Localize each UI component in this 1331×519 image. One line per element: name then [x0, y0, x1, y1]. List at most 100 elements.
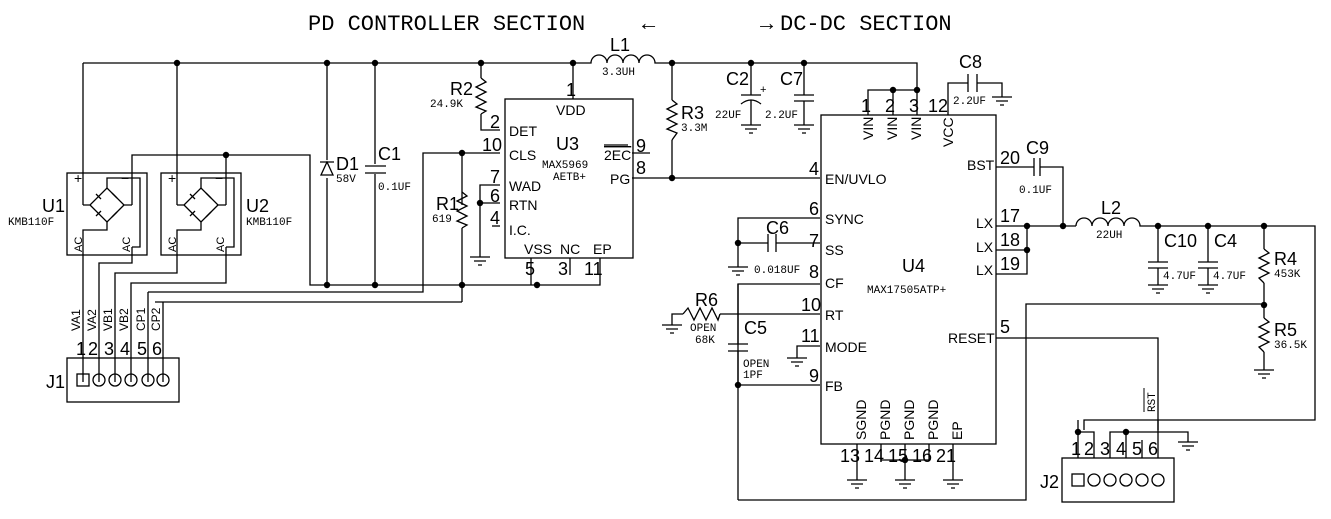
u4-pin15-num: 15 [888, 446, 908, 466]
c1-value: 0.1UF [378, 182, 411, 194]
r1-ref: R1 [436, 194, 459, 214]
u2-minus-label: − [215, 170, 223, 186]
j2-pin6: 6 [1148, 439, 1158, 459]
c9-value: 0.1UF [1019, 185, 1052, 197]
r3-value: 3.3M [681, 123, 707, 135]
title-dc-dc: DC-DC SECTION [780, 12, 952, 37]
resistor-r6: R6 OPEN 68K [682, 290, 721, 347]
j1-net-cp1: CP1 [134, 307, 148, 331]
resistor-r2: R2 24.9K [430, 77, 488, 115]
arrow-left: ← [642, 12, 656, 37]
u4-pin-sync: SYNC [825, 211, 864, 227]
u4-pin12-num: 12 [928, 96, 948, 116]
arrow-right: → [760, 12, 774, 37]
u3-pin-vss: VSS [524, 241, 552, 257]
c6-ref: C6 [766, 218, 789, 238]
u3-pin7-num: 7 [490, 167, 500, 187]
u4-pin20-num: 20 [1000, 148, 1020, 168]
c7-value: 2.2UF [765, 110, 798, 122]
u4-pin-sgnd: SGND [853, 400, 869, 440]
u4-pin-ss: SS [825, 242, 844, 258]
capacitor-c7: C7 2.2UF [765, 69, 814, 122]
j1-ref: J1 [46, 372, 65, 392]
u3-pin2-num: 2 [490, 112, 500, 132]
u2-ac1-label: AC [167, 237, 179, 252]
u1-ac2-label: AC [121, 237, 133, 252]
r5-value: 36.5K [1274, 340, 1307, 352]
c2-value: 22UF [715, 110, 741, 122]
u4-pin16-num: 16 [912, 446, 932, 466]
u4-pin1-num: 1 [861, 96, 871, 116]
ic-u4: 1 2 3 12 VIN VIN VIN VCC 4 EN/UVLO 6 SYN… [801, 96, 1028, 466]
u4-pin-ep: EP [949, 421, 965, 440]
r4-ref: R4 [1274, 249, 1297, 269]
u2-ac2-label: AC [215, 237, 227, 252]
capacitor-c10: C10 4.7UF [1148, 231, 1197, 283]
u3-value2: AETB+ [553, 172, 586, 184]
u3-pin-wad: WAD [509, 178, 541, 194]
u3-pin-ic: I.C. [509, 222, 531, 238]
u3-pin-det: DET [509, 123, 537, 139]
j1-pin1: 1 [76, 339, 86, 359]
c2-ref: C2 [726, 69, 749, 89]
l2-value: 22UH [1096, 230, 1122, 242]
junctions-pd [173, 59, 676, 289]
u4-pin13-num: 13 [840, 446, 860, 466]
u4-pin-vin1: VIN [860, 117, 876, 140]
l1-value: 3.3UH [602, 67, 635, 79]
j2-pin3: 3 [1100, 439, 1110, 459]
u4-pin8-num: 8 [809, 262, 819, 282]
u4-pin-cf: CF [825, 275, 844, 291]
r6-value2: 68K [695, 335, 715, 347]
u3-pin6-num: 6 [490, 186, 500, 206]
u2-plus-label: + [168, 170, 176, 186]
capacitor-c5: C5 OPEN 1PF [728, 284, 769, 385]
resistor-r4: R4 453K [1257, 248, 1301, 284]
c9-ref: C9 [1026, 138, 1049, 158]
r6-ref: R6 [695, 290, 718, 310]
capacitor-c2: + C2 22UF [715, 69, 766, 122]
j1-pin6: 6 [152, 339, 162, 359]
d1-value: 58V [336, 174, 356, 186]
bridge-rectifier-u1: + − AC AC U1 KMB110F [8, 170, 148, 256]
j1-net-va2: VA2 [85, 309, 99, 331]
u4-pin4-num: 4 [809, 159, 819, 179]
j2-pin2: 2 [1084, 439, 1094, 459]
u3-ref: U3 [556, 134, 579, 154]
u4-pin-rt: RT [825, 307, 844, 323]
u4-pin3-num: 3 [909, 96, 919, 116]
resistor-r1: R1 619 [432, 191, 469, 229]
inductor-l2: L2 22UH [1075, 198, 1154, 242]
capacitor-c8: C8 2.2UF [953, 52, 986, 108]
capacitor-c6: C6 0.018UF [754, 218, 800, 277]
u4-pin-pgnd15: PGND [901, 400, 917, 440]
connector-j1: J1 1 2 3 4 5 6 VA1 VA2 VB1 VB2 CP1 CP2 [46, 307, 180, 403]
u4-pin21-num: 21 [936, 446, 956, 466]
u4-pin-lx17: LX [976, 215, 994, 231]
u3-pin-ep: EP [593, 241, 612, 257]
u4-pin-lx19: LX [976, 262, 994, 278]
ground-symbols-dcdc [662, 96, 1274, 489]
u1-plus-label: + [74, 170, 82, 186]
u4-pin14-num: 14 [864, 446, 884, 466]
u3-value1: MAX5969 [542, 160, 588, 172]
c5-value2: 1PF [743, 370, 763, 382]
connector-j2: J2 1 2 3 4 5 6 RST [1040, 388, 1189, 503]
u4-pin-vin2: VIN [884, 117, 900, 140]
j2-net-rst: RST [1147, 392, 1159, 412]
capacitor-c4: C4 4.7UF [1198, 231, 1246, 283]
j1-pin2: 2 [88, 339, 98, 359]
u4-pin-mode: MODE [825, 339, 867, 355]
diode-d1: D1 58V [319, 154, 359, 186]
d1-ref: D1 [336, 154, 359, 174]
u4-pin5-num: 5 [1000, 317, 1010, 337]
u2-ref: U2 [246, 196, 269, 216]
r2-ref: R2 [450, 79, 473, 99]
r4-value: 453K [1274, 269, 1301, 281]
u3-pin-rtn: RTN [509, 197, 538, 213]
resistor-r5: R5 36.5K [1257, 317, 1307, 353]
u4-pin6-num: 6 [809, 199, 819, 219]
j1-net-vb2: VB2 [117, 308, 131, 331]
title-pd-controller: PD CONTROLLER SECTION [308, 12, 585, 37]
c4-ref: C4 [1214, 231, 1237, 251]
